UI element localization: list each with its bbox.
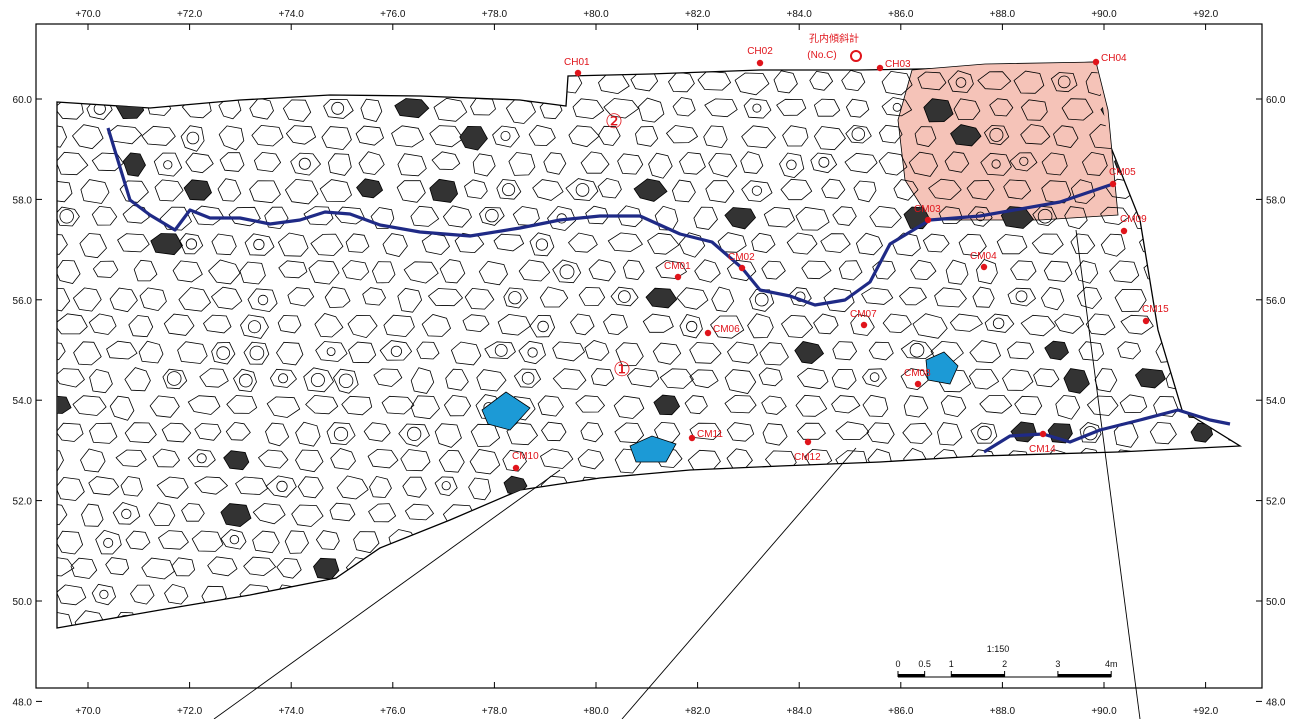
x-tick-label-top: +84.0 — [787, 9, 813, 20]
survey-point-label: CM04 — [970, 251, 997, 262]
survey-point-ch03 — [876, 64, 884, 72]
x-tick-label-bottom: +76.0 — [380, 706, 406, 717]
scale-tick-label: 1 — [949, 659, 954, 669]
survey-point-label: CM15 — [1142, 304, 1169, 315]
survey-point-label: CH02 — [747, 46, 773, 57]
y-tick-label-right: 52.0 — [1266, 497, 1286, 508]
section-marker-one: ① — [613, 359, 631, 381]
survey-point-label: CM01 — [664, 261, 691, 272]
survey-point-ch01 — [574, 69, 582, 77]
x-tick-label-top: +72.0 — [177, 9, 203, 20]
plot-frame — [35, 23, 1263, 689]
survey-point-label: CM02 — [728, 252, 755, 263]
x-tick-label-bottom: +70.0 — [75, 706, 101, 717]
y-tick-label-right: 60.0 — [1266, 95, 1286, 106]
x-tick-label-bottom: +88.0 — [990, 706, 1016, 717]
survey-point-label: CM12 — [794, 452, 821, 463]
y-tick-label-left: 54.0 — [13, 396, 33, 407]
y-tick-label-right: 48.0 — [1266, 697, 1286, 708]
survey-point-cm09 — [1120, 227, 1128, 235]
survey-point-label: CM03 — [914, 204, 941, 215]
x-tick-label-top: +92.0 — [1193, 9, 1219, 20]
survey-point-label: CM14 — [1029, 444, 1056, 455]
survey-point-cm02 — [738, 264, 746, 272]
survey-point-cm03 — [924, 216, 932, 224]
survey-point-label: CM07 — [850, 309, 877, 320]
scale-bar: 1:150 0 0.5 1 2 3 4m — [895, 644, 1118, 678]
x-tick-label-bottom: +84.0 — [787, 706, 813, 717]
survey-point-label: CM08 — [904, 368, 931, 379]
survey-point-label: CH03 — [885, 59, 911, 70]
survey-point-label: CH04 — [1101, 53, 1127, 64]
survey-point-cm05 — [1109, 180, 1117, 188]
x-tick-label-top: +90.0 — [1091, 9, 1117, 20]
survey-point-ch02 — [756, 59, 764, 67]
x-tick-label-top: +70.0 — [75, 9, 101, 20]
survey-point-cm08 — [914, 380, 922, 388]
y-tick-label-right: 54.0 — [1266, 396, 1286, 407]
survey-point-label: CM11 — [697, 429, 723, 440]
survey-point-ch04 — [1092, 58, 1100, 66]
x-tick-label-bottom: +78.0 — [482, 706, 508, 717]
x-tick-label-top: +88.0 — [990, 9, 1016, 20]
y-tick-label-right: 56.0 — [1266, 296, 1286, 307]
x-tick-label-top: +82.0 — [685, 9, 711, 20]
x-tick-label-bottom: +92.0 — [1193, 706, 1219, 717]
axis-ticks: +70.0 +72.0 +74.0 +76.0 +78.0 +80.0 +82.0 +84.0… — [13, 9, 1286, 717]
y-tick-label-left: 50.0 — [13, 597, 33, 608]
scale-ratio: 1:150 — [987, 644, 1010, 654]
scale-tick-label: 4m — [1105, 659, 1118, 669]
survey-point-label: CM09 — [1120, 214, 1147, 225]
x-tick-label-top: +76.0 — [380, 9, 406, 20]
survey-point-label: CM06 — [713, 324, 740, 335]
scale-tick-label: 0.5 — [918, 659, 931, 669]
x-tick-label-bottom: +80.0 — [583, 706, 609, 717]
y-tick-label-left: 60.0 — [13, 95, 33, 106]
y-tick-label-left: 58.0 — [13, 195, 33, 206]
survey-point-cm11 — [688, 434, 696, 442]
y-tick-label-left: 56.0 — [13, 296, 33, 307]
x-tick-label-top: +86.0 — [888, 9, 914, 20]
inclinometer-hole — [850, 50, 862, 62]
survey-point-cm15 — [1142, 317, 1150, 325]
section-marker-two: ② — [605, 111, 623, 133]
survey-point-cm06 — [704, 329, 712, 337]
survey-point-cm07 — [860, 321, 868, 329]
x-tick-label-bottom: +86.0 — [888, 706, 914, 717]
x-tick-label-top: +78.0 — [482, 9, 508, 20]
survey-point-cm01 — [674, 273, 682, 281]
survey-point-cm12 — [804, 438, 812, 446]
x-tick-label-top: +74.0 — [279, 9, 305, 20]
survey-point-cm14 — [1039, 430, 1047, 438]
survey-point-cm10 — [512, 464, 520, 472]
scale-tick-label: 3 — [1055, 659, 1060, 669]
y-tick-label-right: 58.0 — [1266, 195, 1286, 206]
inclinometer-id: (No.C) — [807, 50, 836, 61]
x-tick-label-top: +80.0 — [583, 9, 609, 20]
stone-outlines — [56, 61, 1243, 719]
scale-tick-label: 0 — [895, 659, 900, 669]
survey-point-label: CM05 — [1109, 167, 1136, 178]
x-tick-label-bottom: +90.0 — [1091, 706, 1117, 717]
y-tick-label-left: 48.0 — [13, 697, 33, 708]
inclinometer-label: 孔内傾斜計 — [809, 32, 859, 45]
survey-point-label: CM10 — [512, 451, 539, 462]
x-tick-label-bottom: +72.0 — [177, 706, 203, 717]
y-tick-label-left: 52.0 — [13, 497, 33, 508]
y-tick-label-right: 50.0 — [1266, 597, 1286, 608]
x-tick-label-bottom: +74.0 — [279, 706, 305, 717]
scale-tick-label: 2 — [1002, 659, 1007, 669]
x-tick-label-bottom: +82.0 — [685, 706, 711, 717]
survey-point-cm04 — [980, 263, 988, 271]
survey-point-label: CH01 — [564, 57, 590, 68]
